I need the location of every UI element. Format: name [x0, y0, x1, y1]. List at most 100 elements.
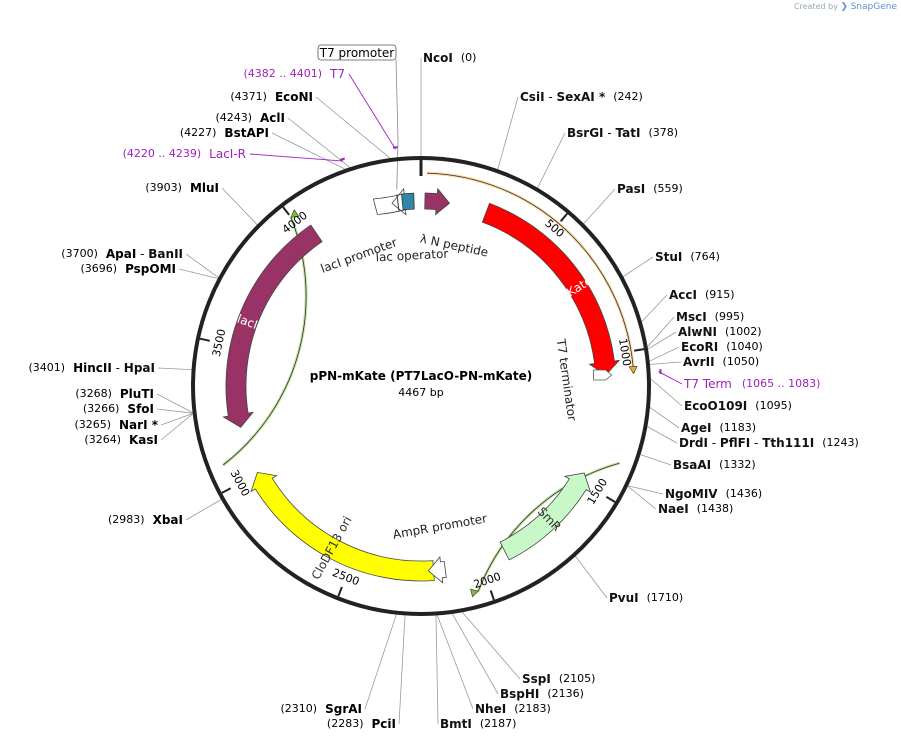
restriction-site: (3696)PspOMI	[80, 262, 176, 276]
credit-prefix: Created by	[793, 2, 838, 11]
scale-tick	[199, 337, 211, 342]
site-leader	[627, 486, 657, 510]
restriction-site: SspI(2105)	[522, 672, 595, 686]
tick-label: 1000	[616, 337, 633, 367]
site-leader	[157, 367, 192, 370]
tick-label: 3500	[210, 328, 229, 358]
scale-tick	[489, 590, 495, 601]
site-leader	[623, 256, 654, 277]
scale-tick	[633, 348, 645, 352]
t7-terminator-feature	[593, 369, 613, 381]
restriction-site: (3268)PluTI	[75, 387, 154, 401]
site-leader	[647, 426, 678, 444]
site-leader	[452, 613, 499, 695]
site-leader	[640, 454, 672, 466]
primer-mark	[339, 157, 346, 161]
site-leader	[160, 413, 193, 441]
laci-label: lacI	[235, 312, 259, 332]
tick-label: 2000	[472, 570, 503, 591]
restriction-site: DrdI - PflFI - Tth111I(1243)	[679, 436, 859, 450]
t7-promoter-callout	[317, 44, 397, 61]
site-leader	[185, 253, 219, 278]
plasmid-size: 4467 bp	[398, 386, 443, 399]
site-leader	[650, 378, 683, 407]
scale-tick	[605, 496, 616, 503]
site-leader	[364, 614, 397, 710]
snapgene-logo: ❯	[840, 2, 849, 12]
ampr-promoter-feature	[427, 556, 447, 584]
t7-promoter-callout-leader	[395, 59, 399, 141]
scale-tick	[221, 487, 232, 494]
primer-label: T7 Term(1065 .. 1083)	[683, 377, 820, 391]
mkate2-orf-arc-arrowhead	[628, 365, 638, 375]
mkate2-orf-arc-line	[426, 172, 634, 374]
tick-label: 1500	[585, 476, 611, 507]
lambda-n-peptide-feature	[424, 187, 451, 216]
laci-feature	[222, 224, 323, 428]
plasmid-name: pPN-mKate (PT7LacO-PN-mKate)	[310, 369, 533, 383]
site-leader	[160, 413, 193, 426]
restriction-site: EcoO109I(1095)	[684, 399, 792, 413]
site-leader	[583, 188, 616, 224]
site-leader	[398, 615, 406, 725]
restriction-site: BmtI(2187)	[440, 717, 516, 731]
laci-promoter-feature	[372, 187, 407, 216]
primer-label: (4382 .. 4401)T7	[243, 67, 345, 81]
site-leader	[647, 331, 677, 350]
site-leader	[461, 612, 521, 680]
site-leader	[436, 615, 474, 710]
site-leader	[185, 499, 222, 521]
restriction-site: MscI(995)	[676, 310, 744, 324]
restriction-site: (3264)KasI	[84, 433, 158, 447]
restriction-site: PasI(559)	[617, 182, 683, 196]
site-leader	[435, 615, 439, 725]
primer-leader	[348, 73, 396, 150]
primer-leader	[658, 371, 683, 385]
site-leader	[649, 407, 680, 429]
restriction-site: NcoI(0)	[423, 51, 476, 65]
t7-promoter-callout-leader-2	[396, 139, 399, 190]
snapgene-credit: Created by ❯ SnapGene	[794, 2, 897, 12]
t7-promoter-marker	[396, 194, 400, 211]
site-leader	[497, 96, 519, 170]
restriction-site: AvrII(1050)	[683, 355, 759, 369]
site-leader	[628, 485, 664, 495]
smr-feature	[499, 472, 592, 561]
restriction-site: (2310)SgrAI	[281, 702, 362, 716]
site-leader	[287, 117, 350, 168]
restriction-site: CsiI - SexAI *(242)	[520, 90, 643, 104]
site-leader	[221, 187, 258, 225]
t7-promoter-callout-text: T7 promoter	[319, 46, 395, 60]
restriction-site: (4243)AclI	[215, 111, 285, 125]
restriction-site: (3266)SfoI	[83, 402, 154, 416]
restriction-site: StuI(764)	[655, 250, 720, 264]
backbone-ring	[191, 156, 651, 616]
restriction-site: (3700)ApaI - BanII	[61, 247, 183, 261]
ampr-promoter-label: AmpR promoter	[392, 511, 488, 541]
scale-tick	[282, 206, 290, 216]
restriction-site: BspHI(2136)	[500, 687, 584, 701]
laci-orf-arc-arrowhead	[290, 209, 300, 218]
restriction-site: AlwNI(1002)	[678, 325, 762, 339]
restriction-site: AccI(915)	[669, 288, 735, 302]
site-leader	[537, 132, 566, 188]
tick-label: 3000	[228, 468, 253, 499]
primer-mark	[392, 146, 398, 149]
restriction-site: PvuI(1710)	[609, 591, 683, 605]
site-leader	[649, 346, 680, 362]
restriction-site: BsaAI(1332)	[673, 458, 756, 472]
primer-label: (4220 .. 4239)LacI-R	[123, 147, 246, 161]
smr-orf-arc-line	[477, 462, 620, 592]
lac-operator-feature	[401, 192, 415, 211]
primer-leader	[249, 153, 344, 162]
restriction-site: AgeI(1183)	[681, 421, 756, 435]
scale-tick	[559, 212, 568, 222]
site-leader	[315, 96, 391, 159]
restriction-site: (2983)XbaI	[108, 513, 183, 527]
restriction-site: (3903)MluI	[145, 181, 219, 195]
site-leader	[649, 361, 682, 365]
restriction-site: NheI(2183)	[475, 702, 551, 716]
restriction-site: BsrGI - TatI(378)	[567, 126, 678, 140]
restriction-site: EcoRI(1040)	[681, 340, 763, 354]
